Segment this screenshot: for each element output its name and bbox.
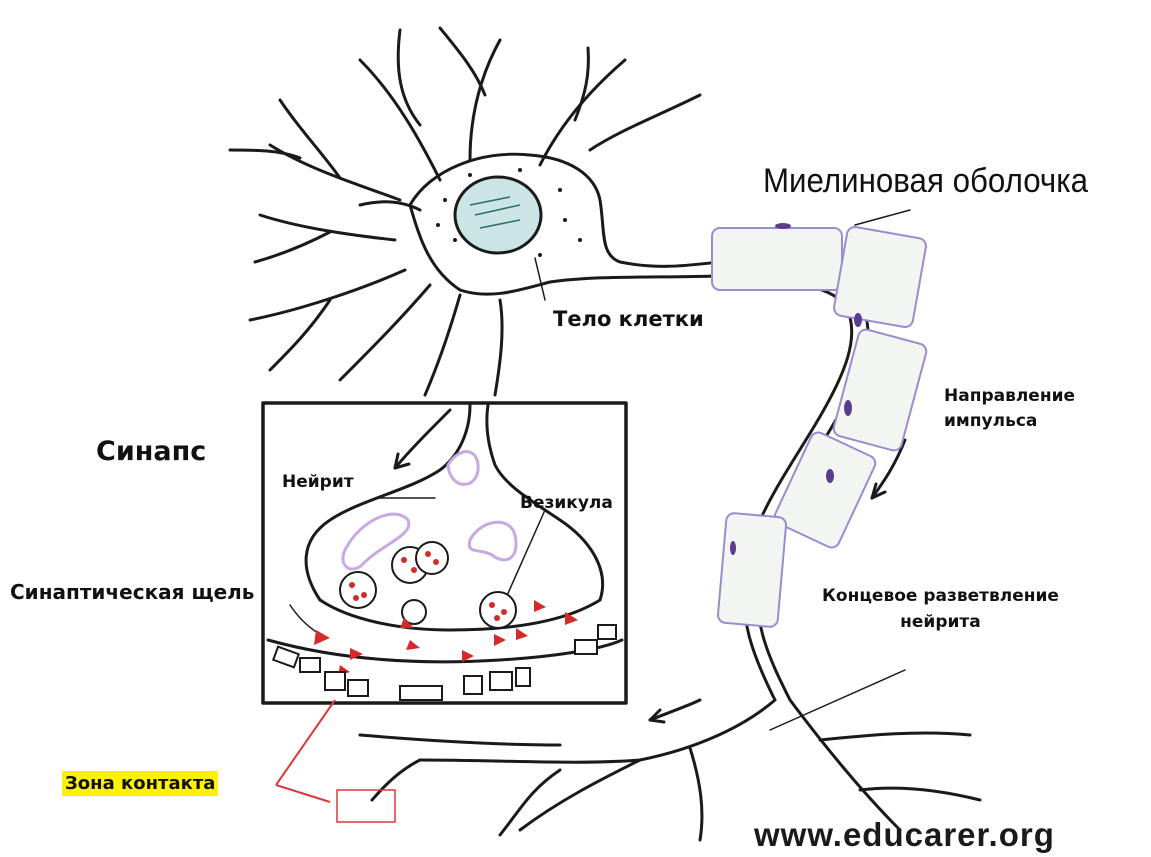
terminal-branching-line2: нейрита: [822, 609, 1059, 635]
synaptic-cleft-label: Синаптическая щель: [10, 580, 254, 604]
vesicle-label: Везикула: [520, 493, 613, 513]
myelin-segments: [712, 226, 928, 628]
contact-zone-marker: [276, 700, 395, 822]
cell-body-label: Тело клетки: [553, 307, 704, 331]
terminal-branching-line1: Концевое разветвление: [822, 583, 1059, 609]
synapse-arrow: [395, 410, 450, 468]
impulse-direction-line1: Направление: [944, 384, 1075, 409]
impulse-direction-label: Направление импульса: [944, 384, 1075, 434]
synapse-label: Синапс: [96, 436, 206, 467]
branch-arrow: [650, 700, 700, 720]
nucleus: [455, 177, 541, 253]
impulse-direction-line2: импульса: [944, 409, 1075, 434]
watermark: www.educarer.org: [754, 816, 1055, 854]
contact-zone-label: Зона контакта: [62, 771, 218, 796]
neurite-label: Нейрит: [282, 472, 354, 492]
terminal-branching-label: Концевое разветвление нейрита: [822, 583, 1059, 635]
myelin-sheath-label: Миелиновая оболочка: [763, 162, 1088, 201]
